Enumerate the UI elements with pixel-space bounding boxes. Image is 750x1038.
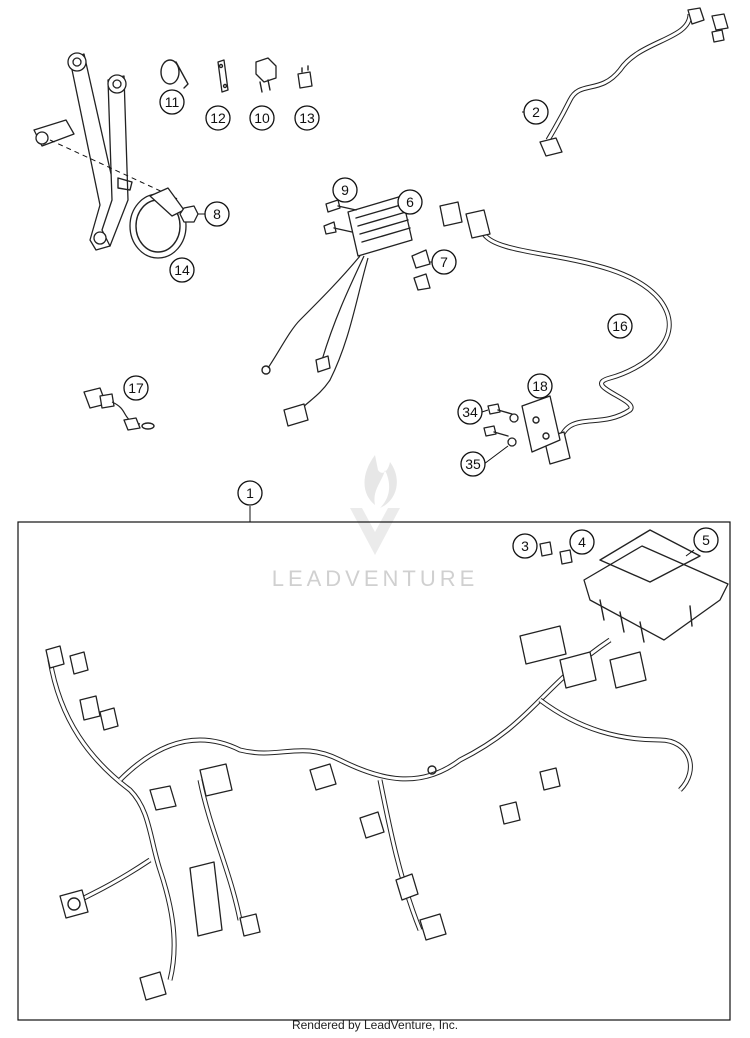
svg-text:3: 3	[521, 538, 529, 554]
svg-text:14: 14	[174, 262, 190, 278]
svg-text:16: 16	[612, 318, 628, 334]
svg-text:11: 11	[165, 94, 180, 110]
callout-17: 18	[527, 373, 553, 399]
extension-cable	[439, 201, 672, 465]
screw	[483, 403, 513, 437]
callout-4: 4	[569, 529, 595, 555]
svg-text:13: 13	[299, 110, 315, 126]
callout-6: 6	[397, 189, 423, 215]
relay	[255, 57, 277, 93]
fuse	[297, 65, 313, 89]
svg-text:6: 6	[406, 194, 414, 210]
callout-18: 17	[123, 375, 149, 401]
callout-16: 16	[607, 313, 633, 339]
svg-text:34: 34	[462, 404, 478, 420]
svg-text:12: 12	[210, 110, 226, 126]
callout-2: 2	[523, 99, 549, 125]
callout-35: 35	[460, 451, 486, 477]
callout-8: 8	[204, 201, 230, 227]
svg-text:18: 18	[532, 378, 548, 394]
main-wiring-harness	[45, 625, 693, 1001]
harness-frame	[17, 521, 731, 1021]
callout-7: 7	[431, 249, 457, 275]
short-cable	[83, 387, 155, 431]
callout-3: 3	[512, 533, 538, 559]
callout-14: 14	[169, 257, 195, 283]
mounting-plate	[521, 395, 561, 453]
voltage-regulator	[261, 195, 413, 427]
footer-credit: Rendered by LeadVenture, Inc.	[291, 1018, 459, 1032]
svg-text:4: 4	[578, 534, 586, 550]
bolt	[323, 199, 357, 235]
svg-text:10: 10	[254, 110, 270, 126]
svg-text:2: 2	[532, 104, 540, 120]
callout-1: 1	[237, 480, 263, 506]
clip-bracket	[411, 249, 431, 291]
cable-tie	[160, 59, 189, 89]
svg-text:9: 9	[341, 182, 349, 198]
watermark-text: LEADVENTURE	[272, 566, 479, 591]
washer-nut	[507, 413, 519, 447]
callout-5: 5	[693, 527, 719, 553]
svg-text:8: 8	[213, 206, 221, 222]
svg-text:7: 7	[440, 254, 448, 270]
horn	[129, 187, 187, 259]
fuse-box	[583, 529, 729, 643]
nut	[179, 205, 199, 223]
clip-strip	[217, 59, 229, 93]
watermark-logo	[350, 455, 400, 555]
svg-text:1: 1	[246, 485, 254, 501]
sensor-cable	[539, 7, 729, 157]
callout-11: 11	[159, 89, 185, 115]
svg-text:35: 35	[465, 456, 481, 472]
mounting-bracket	[33, 52, 181, 251]
callout-10: 10	[249, 105, 275, 131]
callout-34: 34	[457, 399, 483, 425]
fuse-clip	[539, 541, 573, 565]
svg-text:5: 5	[702, 532, 710, 548]
callout-9: 9	[332, 177, 358, 203]
svg-text:17: 17	[128, 380, 144, 396]
callout-12: 12	[205, 105, 231, 131]
callout-13: 13	[294, 105, 320, 131]
